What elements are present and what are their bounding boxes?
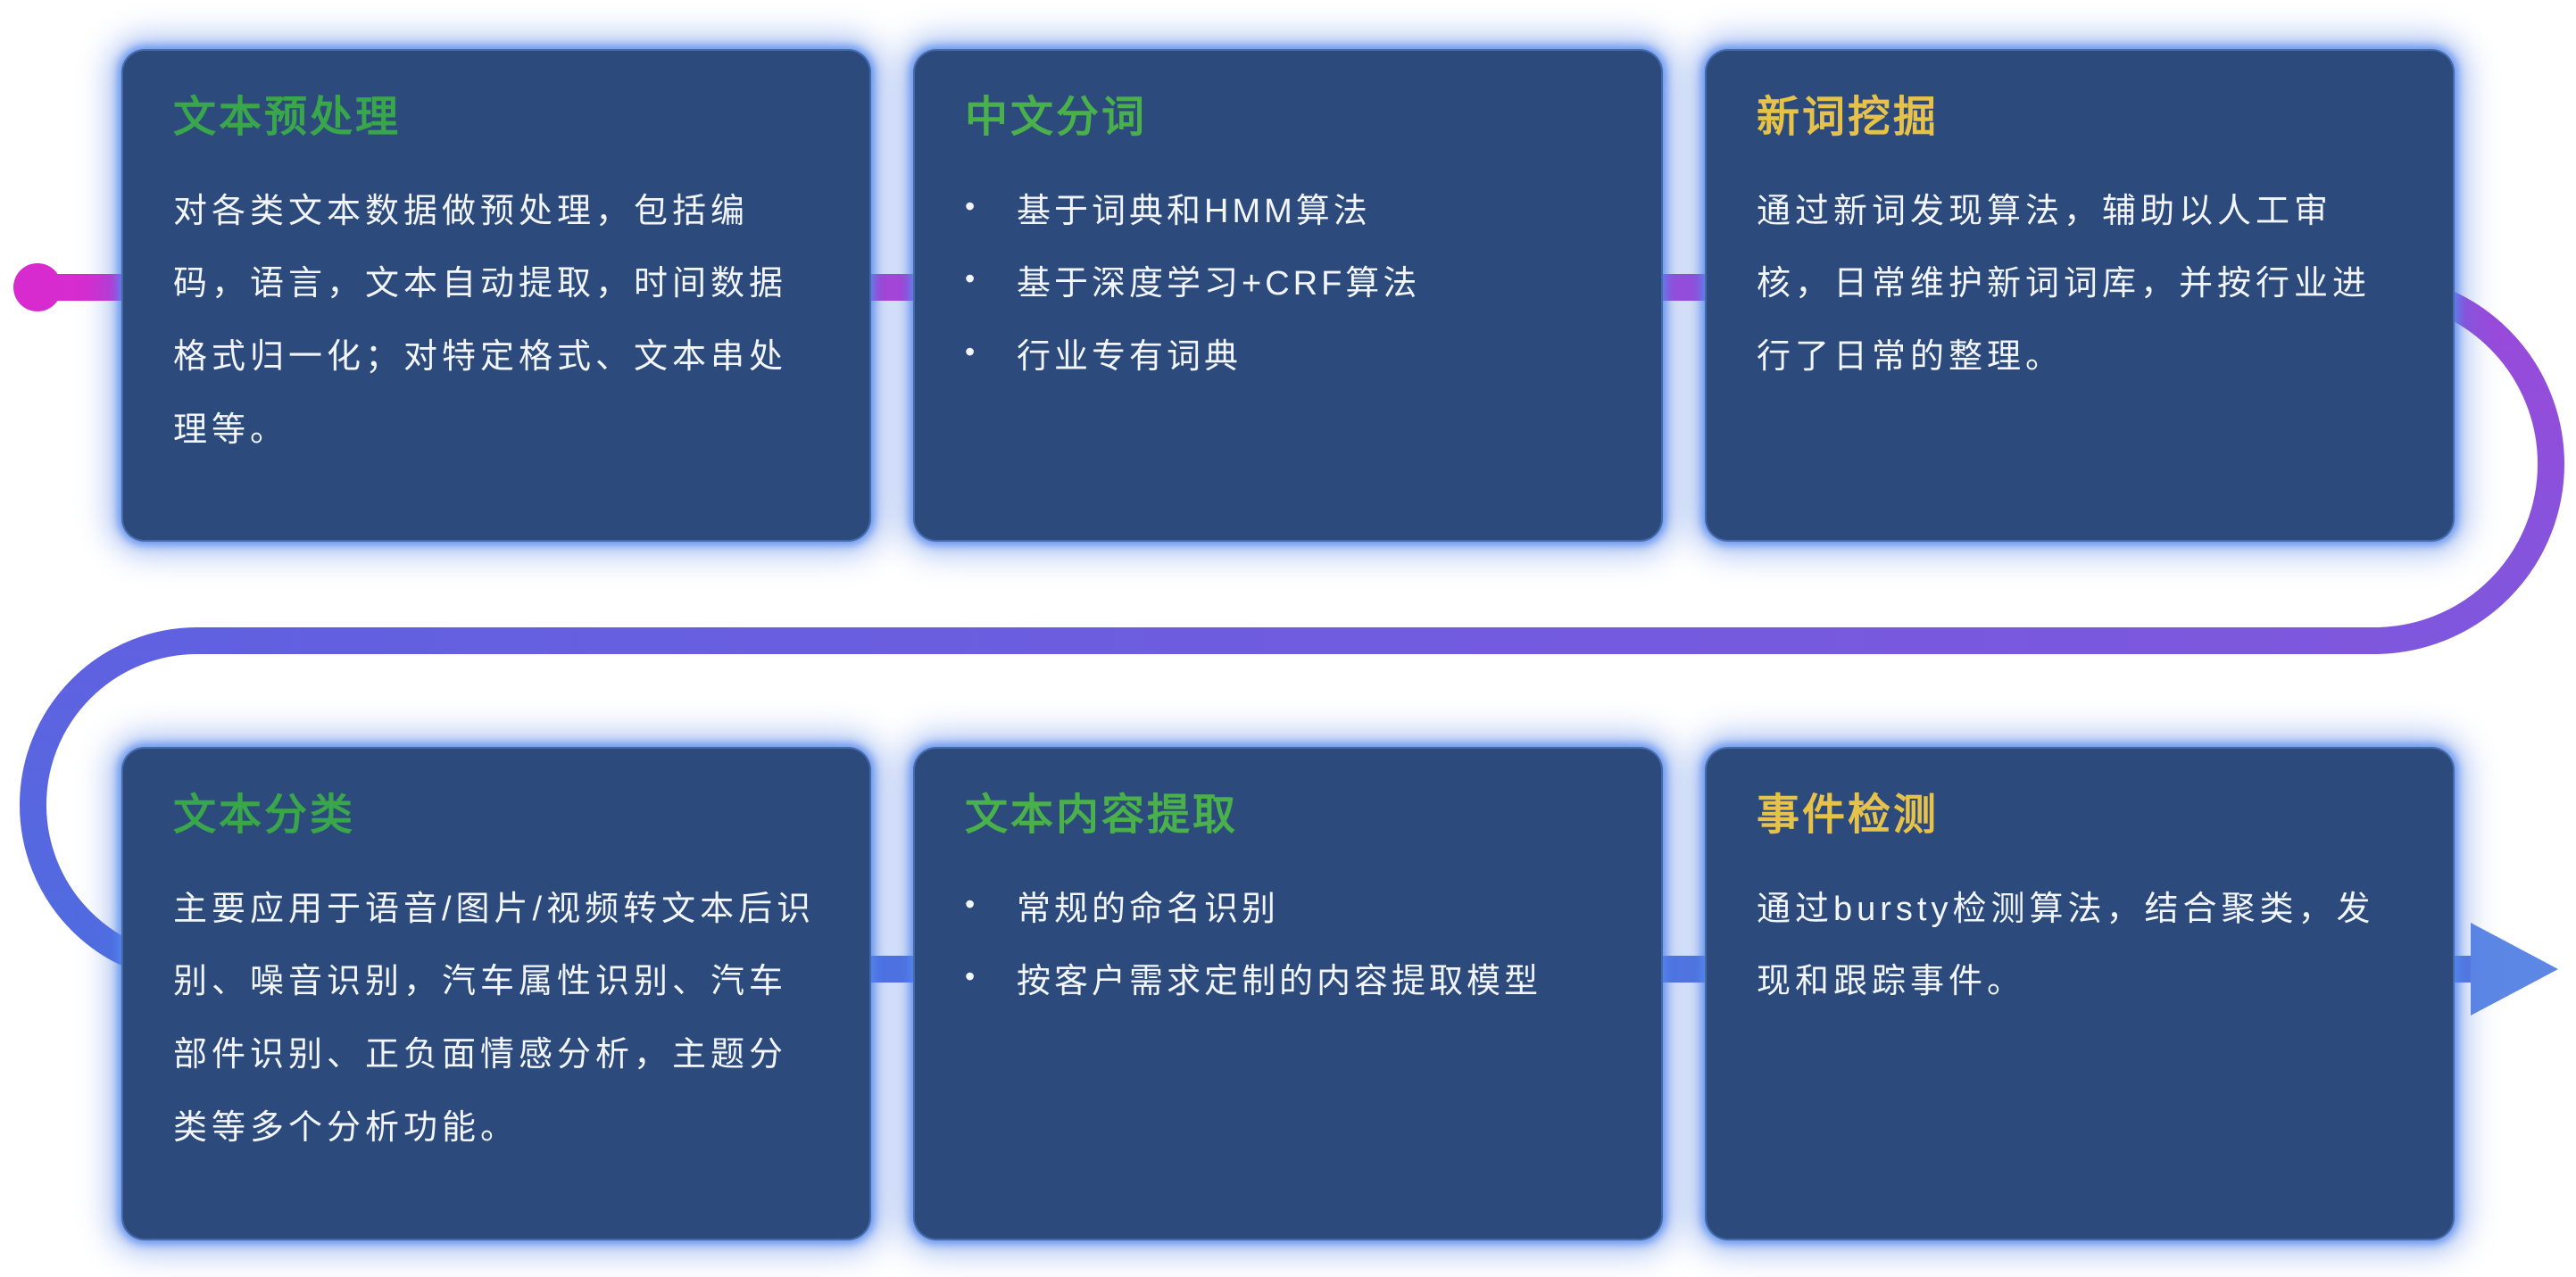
card-title: 文本预处理 [173, 94, 402, 141]
bullet-text: 基于深度学习+CRF算法 [1017, 265, 1421, 303]
diagram-row-top: 文本预处理 对各类文本数据做预处理，包括编码，语言，文本自动提取，时间数据格式归… [121, 49, 2455, 542]
card-chinese-word-segmentation: 中文分词 • 基于词典和HMM算法 • 基于深度学习+CRF算法 • 行业专有词… [913, 49, 1663, 542]
card-body: 主要应用于语音/图片/视频转文本后识别、噪音识别，汽车属性识别、汽车部件识别、正… [173, 890, 816, 1147]
card-body: 通过bursty检测算法，结合聚类，发现和跟踪事件。 [1757, 890, 2375, 1001]
flow-curve-right [2361, 274, 2564, 654]
flow-start-dot [13, 263, 62, 311]
card-body: 通过新词发现算法，辅助以人工审核，日常维护新词词库，并按行业进行了日常的整理。 [1757, 192, 2372, 376]
bullet-item: • 按客户需求定制的内容提取模型 [965, 946, 1611, 1019]
card-new-word-mining: 新词挖掘 通过新词发现算法，辅助以人工审核，日常维护新词词库，并按行业进行了日常… [1705, 49, 2455, 542]
bullet-dot-icon: • [965, 887, 979, 920]
flow-curve-left [20, 627, 211, 983]
card-bullet-list: • 常规的命名识别 • 按客户需求定制的内容提取模型 [965, 874, 1611, 1019]
card-bullet-list: • 基于词典和HMM算法 • 基于深度学习+CRF算法 • 行业专有词典 [965, 176, 1611, 394]
bullet-text: 基于词典和HMM算法 [1017, 192, 1371, 230]
card-body: 对各类文本数据做预处理，包括编码，语言，文本自动提取，时间数据格式归一化；对特定… [173, 192, 788, 449]
bullet-item: • 基于深度学习+CRF算法 [965, 248, 1611, 321]
bullet-text: 按客户需求定制的内容提取模型 [1017, 963, 1542, 1001]
card-title: 新词挖掘 [1757, 94, 1940, 141]
bullet-dot-icon: • [965, 960, 979, 993]
card-title: 事件检测 [1757, 792, 1940, 839]
diagram-row-bottom: 文本分类 主要应用于语音/图片/视频转文本后识别、噪音识别，汽车属性识别、汽车部… [121, 747, 2455, 1240]
card-text-content-extraction: 文本内容提取 • 常规的命名识别 • 按客户需求定制的内容提取模型 [913, 747, 1663, 1240]
card-text-preprocessing: 文本预处理 对各类文本数据做预处理，包括编码，语言，文本自动提取，时间数据格式归… [121, 49, 871, 542]
bullet-text: 常规的命名识别 [1017, 890, 1280, 928]
bullet-text: 行业专有词典 [1017, 337, 1242, 376]
bullet-item: • 常规的命名识别 [965, 874, 1611, 947]
flow-end-arrow-icon [2471, 923, 2558, 1016]
card-title: 文本分类 [173, 792, 356, 839]
card-text-classification: 文本分类 主要应用于语音/图片/视频转文本后识别、噪音识别，汽车属性识别、汽车部… [121, 747, 871, 1240]
card-title: 文本内容提取 [965, 792, 1239, 839]
bullet-dot-icon: • [965, 335, 979, 368]
bullet-dot-icon: • [965, 189, 979, 222]
bullet-item: • 行业专有词典 [965, 321, 1611, 394]
bullet-item: • 基于词典和HMM算法 [965, 176, 1611, 249]
card-title: 中文分词 [965, 94, 1148, 141]
bullet-dot-icon: • [965, 262, 979, 295]
card-event-detection: 事件检测 通过bursty检测算法，结合聚类，发现和跟踪事件。 [1705, 747, 2455, 1240]
